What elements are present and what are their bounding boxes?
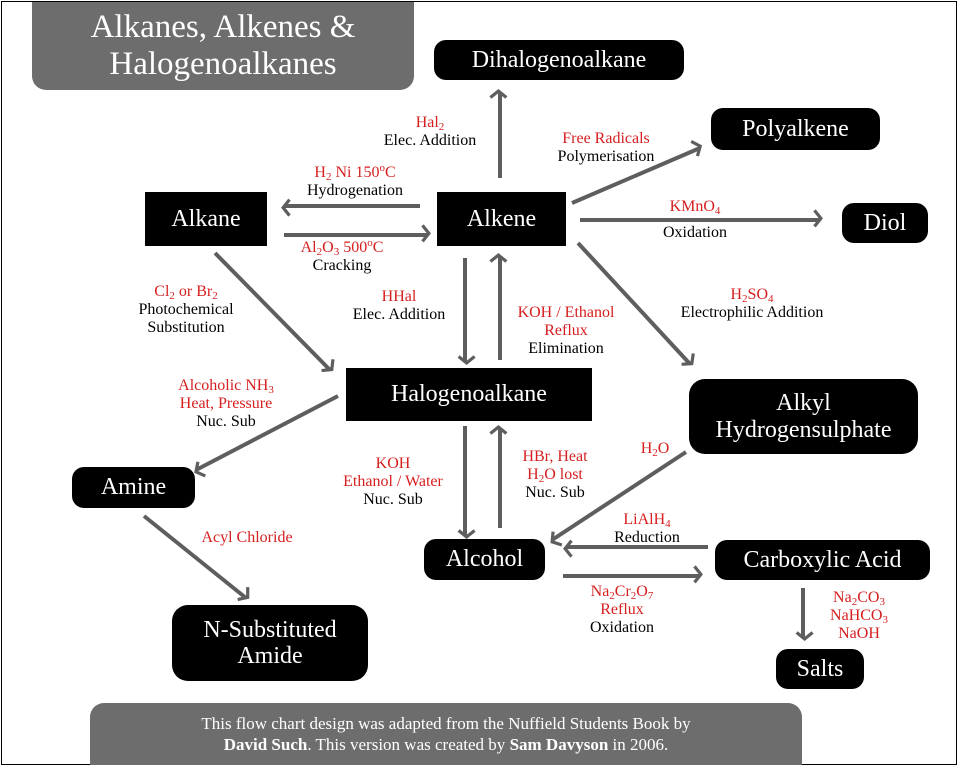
node-alkane-label: Alkane	[171, 205, 241, 232]
node-amine-label: Amine	[100, 474, 167, 501]
node-dihalogenoalkane: Dihalogenoalkane	[434, 40, 684, 80]
credits-banner: This flow chart design was adapted from …	[90, 703, 802, 765]
node-halogenoalkane-label: Halogenoalkane	[391, 381, 547, 408]
arrow-alkyl-hydrogensulphate-to-alcohol	[550, 450, 688, 547]
node-dihalogenoalkane-label: Dihalogenoalkane	[471, 46, 647, 73]
label-hydrogenation: H2 Ni 150oC Hydrogenation	[307, 162, 403, 200]
label-elimination: KOH / Ethanol Reflux Elimination	[517, 304, 615, 357]
node-polyalkene-label: Polyalkene	[742, 115, 849, 142]
node-diol: Diol	[842, 203, 928, 243]
credits-line-1: This flow chart design was adapted from …	[201, 714, 691, 733]
arrow-alkene-to-polyalkene	[571, 139, 703, 205]
label-h2so4: H2SO4 Electrophilic Addition	[680, 286, 824, 321]
label-h2o: H2O	[640, 440, 670, 459]
label-nh3: Alcoholic NH3 Heat, Pressure Nuc. Sub	[178, 377, 274, 430]
node-alkane: Alkane	[145, 192, 267, 246]
arrow-amine-to-n-substituted-amide	[142, 514, 250, 602]
arrow-halogenoalkane-to-amine	[194, 394, 339, 478]
node-alcohol: Alcohol	[424, 539, 545, 580]
node-salts-label: Salts	[796, 655, 844, 682]
label-hal2: Hal2 Elec. Addition	[383, 114, 477, 149]
label-hbr: HBr, Heat H2O lost Nuc. Sub	[522, 448, 588, 501]
node-amine: Amine	[72, 467, 195, 508]
arrow-alkene-to-alkyl-hydrogensulphate	[576, 241, 695, 366]
node-carboxylic-acid: Carboxylic Acid	[715, 540, 930, 580]
label-acyl-chloride: Acyl Chloride	[201, 529, 293, 546]
node-n-substituted-amide-line-2: Amide	[237, 643, 303, 669]
node-alkene: Alkene	[437, 192, 566, 246]
node-alcohol-label: Alcohol	[445, 546, 524, 573]
label-lialh4: LiAlH4 Reduction	[614, 511, 680, 546]
label-koh-water: KOH Ethanol / Water Nuc. Sub	[343, 455, 443, 508]
node-alkyl-hydrogensulphate-line-1: Alkyl	[776, 390, 831, 417]
label-photochemical: Cl2 or Br2 Photochemical Substitution	[138, 283, 234, 336]
label-cracking: Al2O3 500oC Cracking	[300, 237, 384, 275]
node-n-substituted-amide: N-Substituted Amide	[172, 605, 368, 681]
title-line-2: Halogenoalkanes	[109, 46, 337, 82]
credits-line-2: David Such. This version was created by …	[223, 735, 669, 754]
label-kmno4: KMnO4 Oxidation	[663, 198, 727, 241]
node-alkyl-hydrogensulphate: Alkyl Hydrogensulphate	[689, 379, 918, 454]
label-bases: Na2CO3 NaHCO3 NaOH	[830, 589, 888, 642]
diagram-title: Alkanes, Alkenes & Halogenoalkanes	[32, 2, 414, 90]
credits-creator: Sam Davyson	[509, 735, 609, 754]
label-polymerisation: Free Radicals Polymerisation	[557, 130, 655, 165]
label-dichromate: Na2Cr2O7 Reflux Oxidation	[590, 583, 654, 636]
credits-author: David Such	[223, 735, 308, 754]
title-line-1: Alkanes, Alkenes &	[90, 9, 356, 46]
node-alkene-label: Alkene	[466, 205, 537, 232]
node-carboxylic-acid-label: Carboxylic Acid	[743, 546, 902, 573]
node-salts: Salts	[776, 649, 864, 689]
node-diol-label: Diol	[863, 209, 907, 236]
arrow-alkane-to-halogenoalkane	[213, 251, 335, 373]
node-alkyl-hydrogensulphate-line-2: Hydrogensulphate	[715, 416, 892, 443]
node-n-substituted-amide-line-1: N-Substituted	[203, 616, 337, 643]
node-polyalkene: Polyalkene	[711, 108, 880, 150]
node-halogenoalkane: Halogenoalkane	[346, 368, 592, 421]
label-hhal: HHal Elec. Addition	[352, 288, 446, 323]
